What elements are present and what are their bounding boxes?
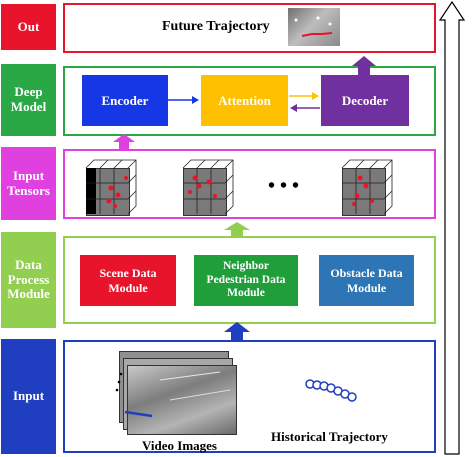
stage-deep-model: Deep Model — [1, 64, 56, 136]
arrow-decoder-to-attention — [290, 104, 320, 112]
attention-box: Attention — [201, 75, 288, 126]
arrow-attention-to-decoder — [289, 92, 319, 100]
tensor-cube-1 — [86, 160, 136, 216]
video-frame-marks — [115, 371, 231, 418]
arrow-data-to-tensors — [224, 222, 250, 236]
tensor-points-3 — [352, 175, 374, 206]
future-trajectory-label: Future Trajectory — [162, 19, 270, 34]
arrow-tensors-to-model — [113, 134, 135, 149]
tensor-cube-3 — [342, 160, 392, 216]
tensor-points-1 — [106, 176, 128, 208]
obstacle-data-module: Obstacle Data Module — [319, 255, 414, 306]
data-process-panel — [63, 236, 436, 324]
tensor-ellipsis: • • • — [268, 175, 300, 197]
overall-flow-arrow — [438, 0, 466, 455]
stage-input-tensors: Input Tensors — [1, 147, 56, 220]
decoder-box: Decoder — [321, 75, 409, 126]
historical-trajectory-chain — [305, 379, 357, 402]
deep-model-panel — [63, 66, 436, 136]
stage-data-process: Data Process Module — [1, 232, 56, 328]
arrow-input-to-data — [224, 322, 250, 340]
scene-data-module: Scene Data Module — [80, 255, 176, 306]
arrow-encoder-to-attention — [168, 96, 199, 104]
stage-out: Out — [1, 4, 56, 50]
future-trajectory-thumbnail — [288, 8, 340, 46]
future-trajectory-marks — [294, 16, 333, 37]
stage-input: Input — [1, 339, 56, 454]
historical-trajectory-label: Historical Trajectory — [271, 429, 388, 444]
tensor-points-2 — [188, 175, 217, 198]
arrow-model-to-out — [352, 56, 376, 75]
input-panel — [63, 340, 436, 453]
neighbor-pedestrian-data-module: Neighbor Pedestrian Data Module — [194, 255, 298, 306]
out-panel — [63, 3, 436, 53]
tensor-grid-2 — [182, 159, 234, 215]
video-images-label: Video Images — [142, 438, 217, 453]
tensor-grid-3 — [341, 159, 393, 215]
encoder-box: Encoder — [82, 75, 168, 126]
input-tensors-panel — [63, 149, 436, 219]
